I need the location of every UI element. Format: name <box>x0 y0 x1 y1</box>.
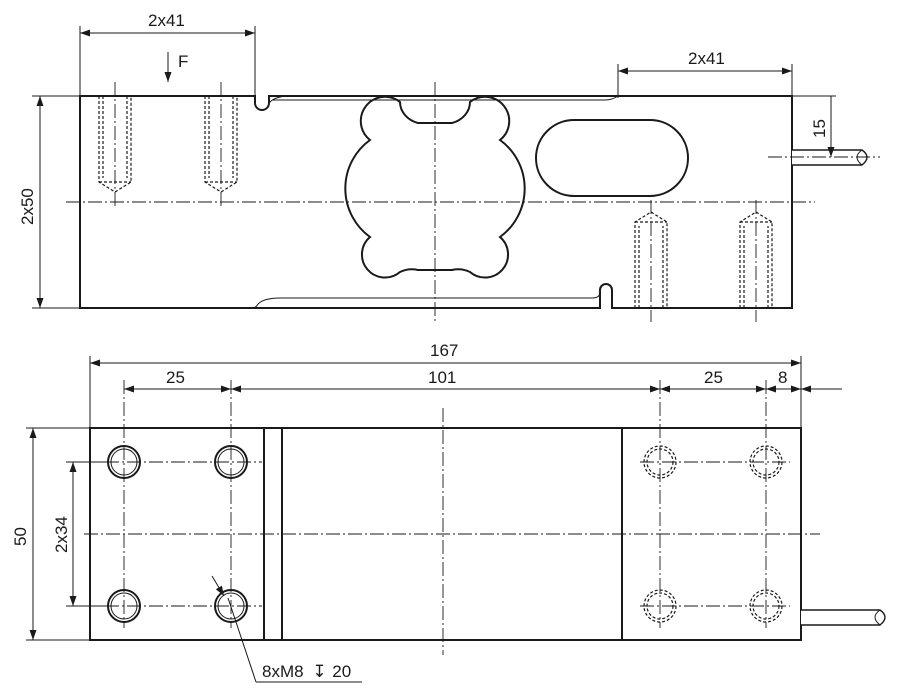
dim-right-spacing-text: 2x41 <box>688 49 725 68</box>
threaded-hole-left-2 <box>204 82 238 206</box>
dim-height: 2x50 <box>18 95 80 309</box>
top-slot <box>268 95 619 104</box>
dim-width: 50 <box>11 427 90 641</box>
side-view-body-outline <box>79 95 793 309</box>
dim-cable-offset: 15 <box>792 95 836 157</box>
holes-callout-text: 8xM8 ↧ 20 <box>262 662 351 681</box>
side-view: F 2x41 2x41 2x50 15 <box>18 11 880 322</box>
oval-slot <box>535 119 689 197</box>
threaded-hole-right-1 <box>634 200 668 322</box>
binocular-cutout <box>344 95 526 279</box>
plan-view-cable <box>801 609 886 626</box>
dim-width-text: 50 <box>11 527 30 546</box>
bottom-slot <box>251 291 601 309</box>
holes-callout: 8xM8 ↧ 20 <box>211 575 362 683</box>
plan-view: 167 25 101 25 8 50 <box>11 341 886 683</box>
dim-height-text: 2x50 <box>18 188 37 225</box>
dim-cable-offset-text: 15 <box>810 119 829 138</box>
dim-hole-pitch-vertical-text: 2x34 <box>52 516 71 553</box>
load-force-arrow: F <box>164 52 188 82</box>
dim-middle-span: 101 <box>231 368 660 393</box>
dim-right-spacing: 2x41 <box>617 49 793 98</box>
dim-overall-length-text: 167 <box>430 341 458 360</box>
dim-middle-span-text: 101 <box>428 368 456 387</box>
side-view-cable <box>768 149 880 166</box>
dim-end-offset-text: 8 <box>778 368 787 387</box>
threaded-hole-right-2 <box>739 200 773 322</box>
dim-left-hole-pitch-text: 25 <box>166 368 185 387</box>
dim-hole-pitch-vertical: 2x34 <box>52 461 108 607</box>
dim-right-hole-pitch-text: 25 <box>704 368 723 387</box>
dim-left-spacing: 2x41 <box>79 11 256 96</box>
dim-left-hole-pitch: 25 <box>124 368 231 393</box>
dim-left-spacing-text: 2x41 <box>148 11 185 30</box>
dim-end-offset: 8 <box>766 368 842 393</box>
dim-right-hole-pitch: 25 <box>660 368 766 393</box>
load-force-label: F <box>178 52 188 71</box>
dim-overall-length: 167 <box>89 341 802 428</box>
threaded-hole-left-1 <box>98 82 132 206</box>
